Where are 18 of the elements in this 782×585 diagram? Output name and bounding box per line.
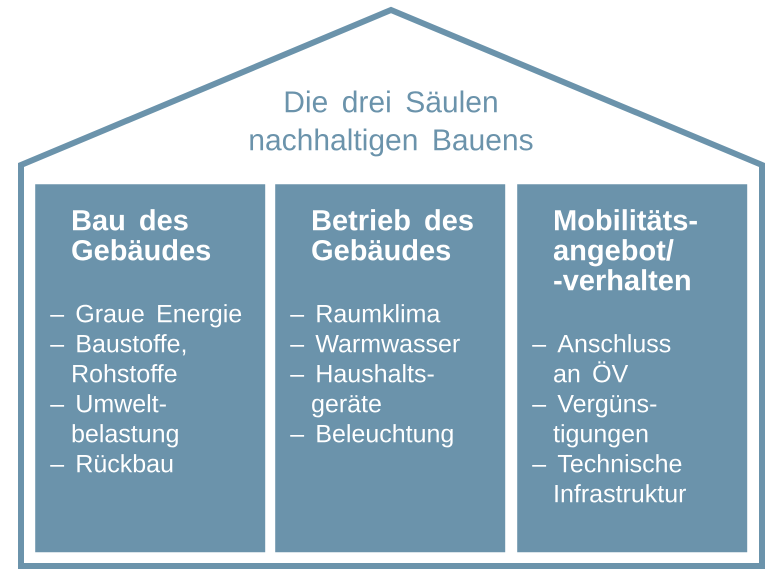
column-heading: Betrieb des Gebäudes <box>312 209 473 260</box>
list-item: – Graue Energie <box>50 304 242 328</box>
pillar-box <box>35 184 266 552</box>
list-item: – Warmwasser <box>290 335 460 352</box>
list-item: – Raumklima <box>290 304 440 322</box>
column-heading: Bau des Gebäudes <box>72 209 210 260</box>
list-item: – Vergüns- tigungen <box>532 394 656 448</box>
heading: Die drei Säulen nachhaltigen Bauens <box>250 90 533 156</box>
list-item: – Rückbau <box>50 454 172 472</box>
list-item: – Haushalts- geräte <box>290 364 434 418</box>
pillar-box <box>517 184 748 552</box>
pillar-box <box>275 184 506 552</box>
list-item: – Umwelt- belastung <box>50 394 178 448</box>
list-item: – Baustoffe, Rohstoffe <box>50 334 186 382</box>
column-heading: Mobilitäts- angebot/ -verhalten <box>554 209 697 290</box>
list-item: – Technische Infrastruktur <box>532 454 686 502</box>
list-item: – Beleuchtung <box>290 424 453 448</box>
list-item: – Anschluss an ÖV <box>532 334 670 382</box>
